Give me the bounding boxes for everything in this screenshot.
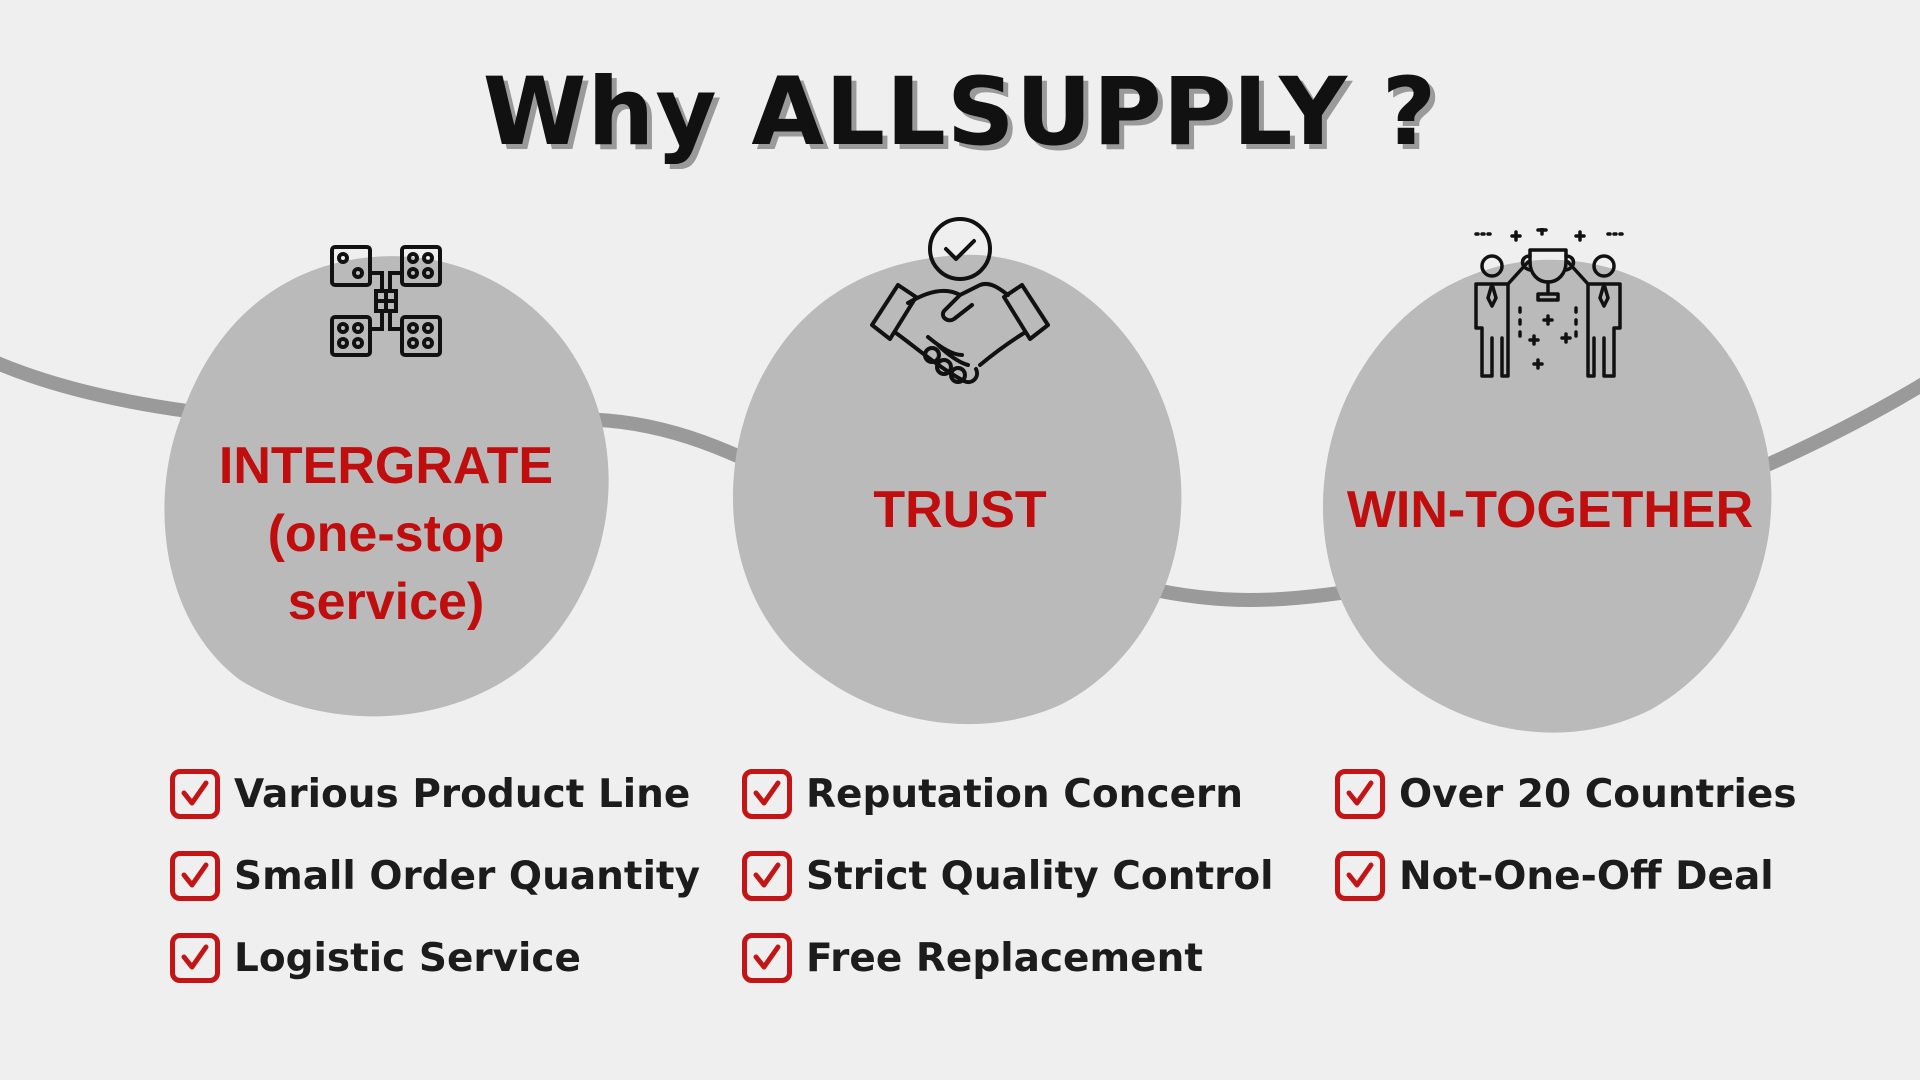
benefit-list-integrate: Various Product Line Small Order Quantit… — [170, 765, 700, 1011]
list-item-text: Over 20 Countries — [1399, 771, 1797, 817]
checkbox-checked-icon — [1335, 851, 1385, 901]
list-item-text: Strict Quality Control — [806, 853, 1274, 899]
handshake-check-icon — [870, 217, 1050, 384]
pillar-label-win-together: WIN-TOGETHER — [1346, 481, 1754, 539]
list-item-text: Various Product Line — [234, 771, 691, 817]
checkbox-checked-icon — [742, 851, 792, 901]
blob-trust — [732, 254, 1182, 725]
puzzle-network-icon — [330, 245, 442, 357]
blob-win-together — [1322, 259, 1772, 733]
list-item: Over 20 Countries — [1335, 765, 1797, 823]
pillar-label-integrate: INTERGRATE (one-stop service) — [218, 437, 554, 631]
checkbox-checked-icon — [170, 769, 220, 819]
blob-integrate — [164, 256, 609, 717]
checkbox-checked-icon — [742, 769, 792, 819]
pillar-label-trust: TRUST — [873, 481, 1047, 539]
checkbox-checked-icon — [170, 851, 220, 901]
list-item: Strict Quality Control — [742, 847, 1274, 905]
list-item: Reputation Concern — [742, 765, 1274, 823]
checkbox-checked-icon — [742, 933, 792, 983]
benefit-list-trust: Reputation Concern Strict Quality Contro… — [742, 765, 1274, 1011]
page-title: Why ALLSUPPLY ? — [482, 58, 1438, 167]
list-item-text: Logistic Service — [234, 935, 581, 981]
list-item: Various Product Line — [170, 765, 700, 823]
benefit-list-win-together: Over 20 Countries Not-One-Off Deal — [1335, 765, 1797, 929]
list-item-text: Small Order Quantity — [234, 853, 701, 899]
list-item: Free Replacement — [742, 929, 1274, 987]
list-item-text: Not-One-Off Deal — [1399, 853, 1774, 899]
list-item: Small Order Quantity — [170, 847, 700, 905]
checkbox-checked-icon — [170, 933, 220, 983]
list-item-text: Free Replacement — [806, 935, 1204, 981]
list-item: Not-One-Off Deal — [1335, 847, 1797, 905]
list-item: Logistic Service — [170, 929, 700, 987]
list-item-text: Reputation Concern — [806, 771, 1244, 817]
checkbox-checked-icon — [1335, 769, 1385, 819]
team-trophy-icon — [1474, 228, 1624, 378]
